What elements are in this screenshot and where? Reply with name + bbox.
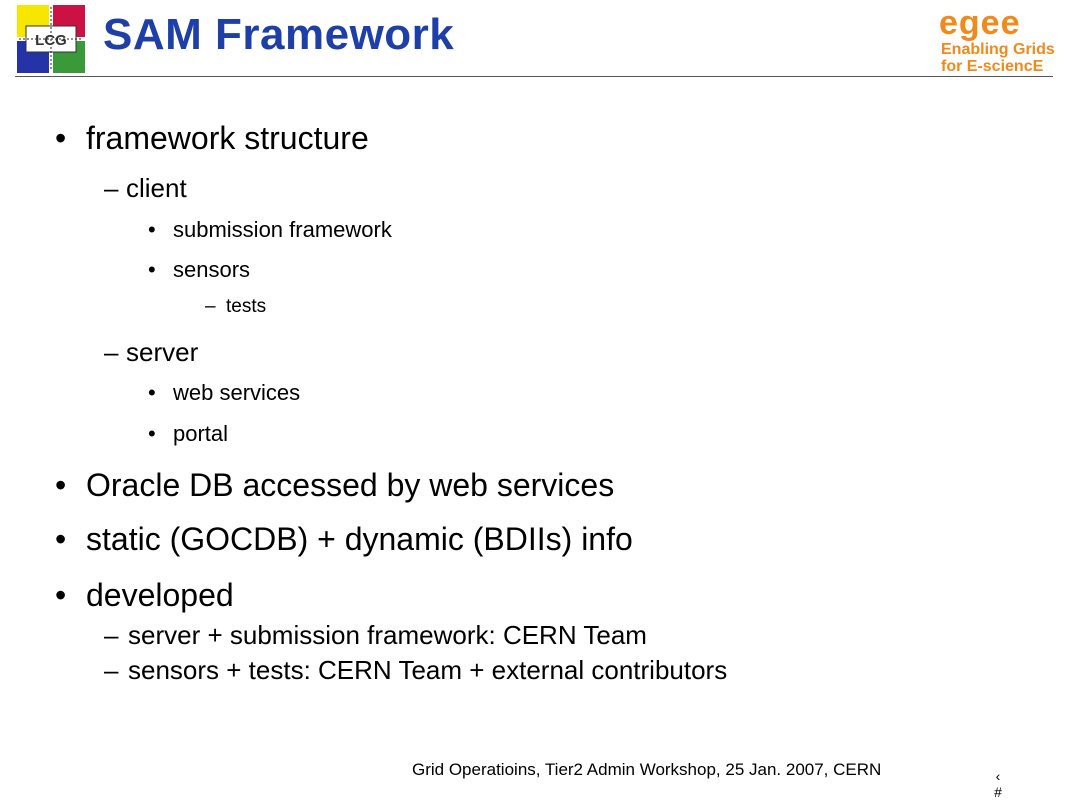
dash-marker: – [104,173,119,203]
bullet-marker: • [148,380,156,405]
slide-footer: Grid Operatioins, Tier2 Admin Workshop, … [412,760,882,779]
bullet-text: developed [86,577,234,613]
bullet-marker: • [148,421,156,446]
sub-bullet-text: client [126,173,187,203]
dash-marker: – [205,296,216,317]
sub-sub-bullet-text: portal [173,421,229,446]
svg-text:egee: egee [939,4,1021,42]
bullet-marker: • [55,521,67,557]
egee-logo: egee Enabling Grids for E-sciencE [937,4,1059,75]
sub-bullet-text: sensors + tests: CERN Team + external co… [128,655,728,685]
bullet-marker: • [148,217,156,242]
bullet-marker: • [55,120,67,156]
bullet-marker: • [55,577,67,613]
sub-sub-bullet-text: submission framework [173,217,392,242]
level4-bullet-text: tests [226,296,267,317]
dash-marker: – [104,337,119,367]
sub-bullet-text: server [126,337,199,367]
sub-sub-bullet-text: web services [173,380,301,405]
lcg-logo: LCG [17,5,85,73]
header-divider [15,76,1053,77]
bullet-text: Oracle DB accessed by web services [86,467,615,503]
dash-marker: – [104,655,119,685]
slide-number: ‹ # [994,768,1002,800]
svg-text:Enabling Grids: Enabling Grids [941,41,1055,58]
svg-text:for E-sciencE: for E-sciencE [941,58,1044,74]
bullet-marker: • [55,467,67,503]
slide-title: SAM Framework [103,10,455,59]
sub-bullet-text: server + submission framework: CERN Team [128,620,647,650]
bullet-text: static (GOCDB) + dynamic (BDIIs) info [86,521,633,557]
dash-marker: – [104,620,119,650]
bullet-text: framework structure [86,120,369,156]
bullet-marker: • [148,257,156,282]
svg-text:LCG: LCG [35,32,67,49]
sub-sub-bullet-text: sensors [173,257,251,282]
